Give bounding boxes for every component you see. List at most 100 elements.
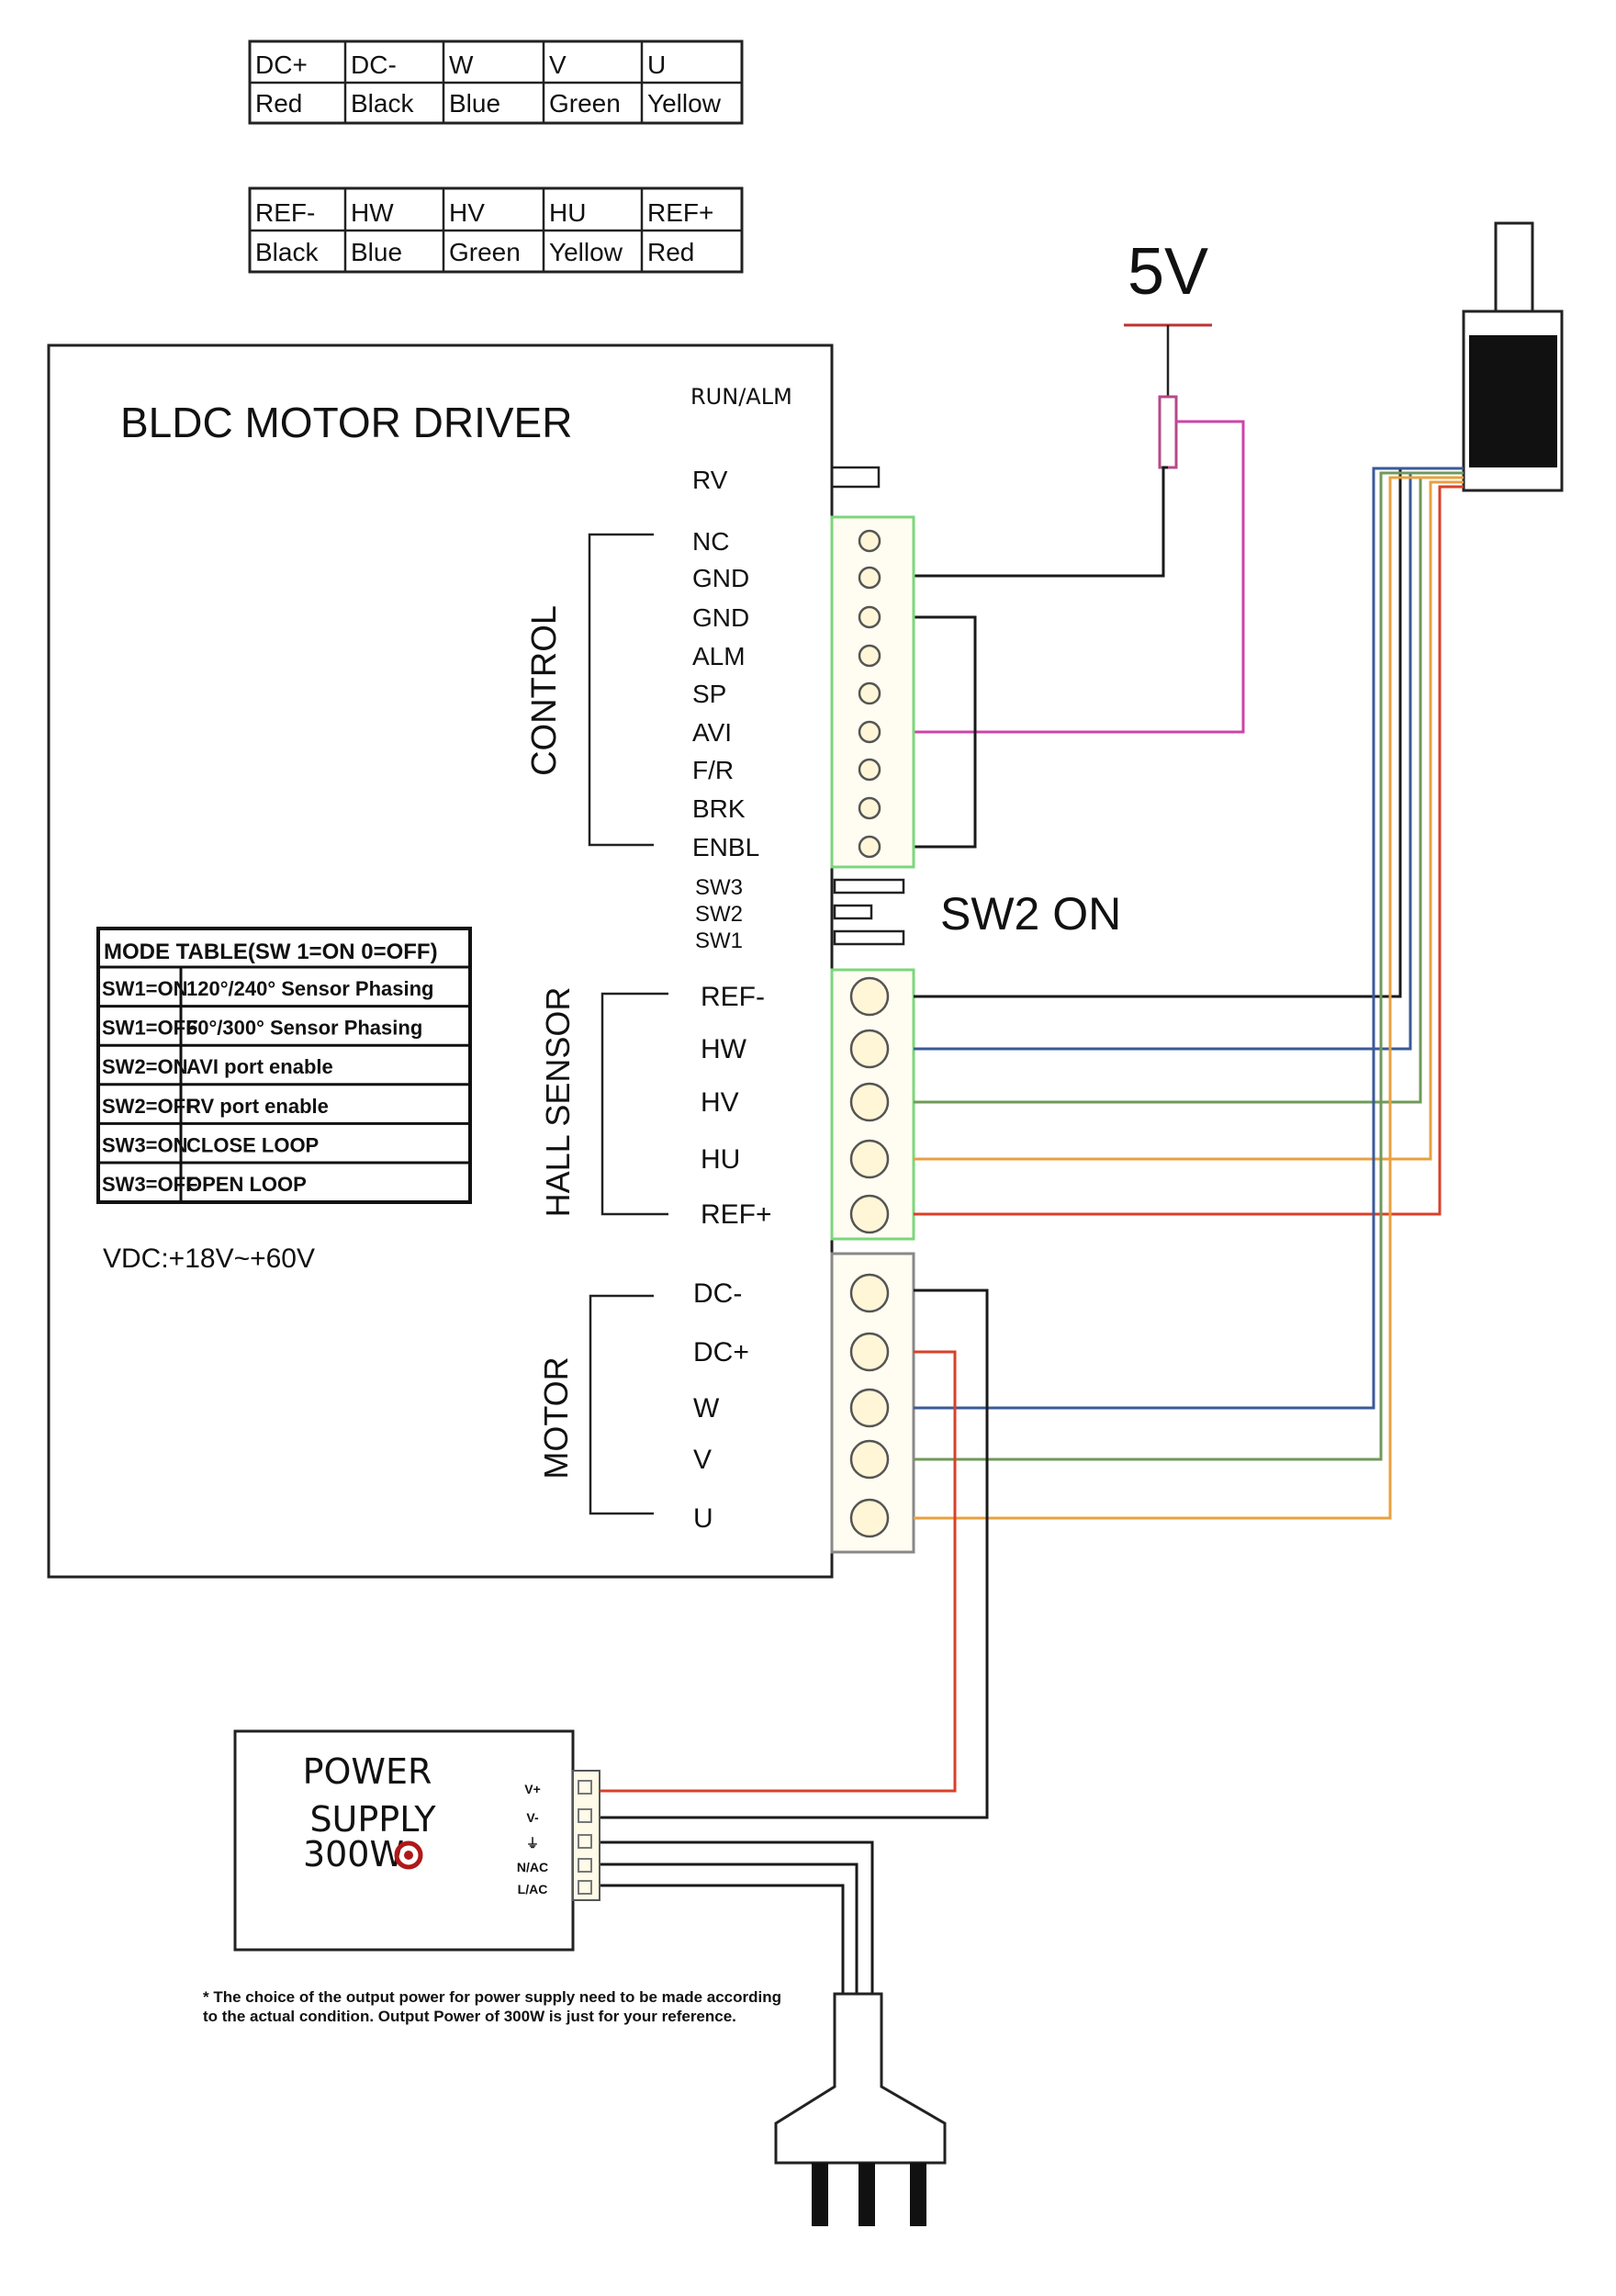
psu-terminal-label: V+	[524, 1782, 541, 1796]
control-group-label: CONTROL	[525, 605, 564, 776]
color-table-header: V	[549, 51, 567, 79]
mode-table: MODE TABLE(SW 1=ON 0=OFF)SW1=ON120°/240°…	[96, 927, 472, 1204]
color-table-color: Green	[449, 238, 521, 266]
terminal-label: ALM	[692, 642, 746, 670]
color-table-header: REF-	[255, 198, 315, 227]
psu-certification-icon	[394, 1840, 423, 1870]
psu-note-line1: * The choice of the output power for pow…	[203, 1988, 781, 2006]
potentiometer	[1158, 395, 1178, 469]
psu-certification-dot	[404, 1851, 413, 1860]
color-table-color: Red	[255, 89, 302, 118]
vdc-label: VDC:+18V~+60V	[103, 1244, 315, 1274]
wire-color-tables: DC+RedDC-BlackWBlueVGreenUYellowREF-Blac…	[248, 39, 744, 274]
mode-table-function: 120°/240° Sensor Phasing	[186, 977, 434, 1000]
bldc-motor	[1462, 221, 1564, 492]
mode-table-function: CLOSE LOOP	[186, 1133, 319, 1156]
terminal-screw[interactable]	[849, 1139, 890, 1179]
psu-terminal-slot	[578, 1858, 592, 1873]
driver-box	[47, 343, 834, 1579]
mode-table-switch: SW1=OFF	[102, 1017, 198, 1040]
mode-table-switch: SW2=OFF	[102, 1095, 198, 1118]
terminal-label: U	[693, 1503, 713, 1534]
terminal-screw[interactable]	[858, 796, 881, 820]
terminal-screw[interactable]	[849, 1439, 890, 1480]
terminal-screw[interactable]	[858, 605, 881, 629]
psu-line1: POWER	[303, 1751, 432, 1792]
motor-group-label: MOTOR	[537, 1356, 575, 1479]
terminal-label: DC-	[693, 1278, 742, 1309]
control-bracket	[588, 533, 654, 847]
hall-bracket	[600, 992, 668, 1216]
terminal-screw[interactable]	[858, 835, 881, 859]
sw1-toggle[interactable]	[833, 929, 905, 946]
motor-wire	[914, 467, 1464, 1410]
terminal-label: F/R	[692, 756, 734, 784]
sw3-toggle[interactable]	[833, 878, 905, 895]
terminal-label: GND	[692, 564, 749, 592]
wire-pot-gnd	[914, 466, 1168, 578]
motor-wire	[914, 480, 1464, 1161]
terminal-label: SP	[692, 680, 726, 708]
color-table-header: HV	[449, 198, 485, 227]
terminal-label: BRK	[692, 794, 746, 823]
sw3-label: SW3	[695, 875, 743, 900]
rv-potentiometer[interactable]	[830, 466, 881, 489]
psu-terminal-slot	[578, 1780, 592, 1795]
terminal-screw[interactable]	[849, 1498, 890, 1538]
color-table-color: Green	[549, 89, 621, 118]
terminal-label: HU	[701, 1144, 740, 1175]
terminal-screw[interactable]	[849, 1273, 890, 1313]
hall-group-label: HALL SENSOR	[539, 987, 577, 1218]
psu-terminal-label: ⏚	[526, 1836, 539, 1851]
wire-live	[600, 1884, 845, 1994]
sw2-label: SW2	[695, 902, 743, 927]
motor-shaft	[1494, 221, 1534, 313]
color-table-header: W	[449, 51, 474, 79]
color-table-header: HW	[351, 198, 394, 227]
terminal-screw[interactable]	[858, 529, 881, 553]
motor-wire	[914, 471, 1464, 1461]
mode-table-border	[96, 927, 472, 1204]
supply-5v-label: 5V	[1128, 235, 1208, 309]
terminal-screw[interactable]	[849, 1388, 890, 1428]
wire-dc-plus	[600, 1350, 957, 1793]
terminal-label: DC+	[693, 1337, 749, 1367]
psu-terminal-label: N/AC	[517, 1860, 548, 1874]
color-table-color: Blue	[351, 238, 402, 266]
terminal-screw[interactable]	[858, 644, 881, 668]
terminal-label: REF+	[701, 1199, 772, 1230]
sw1-label: SW1	[695, 929, 743, 953]
psu-terminal-label: L/AC	[518, 1882, 548, 1896]
terminal-screw[interactable]	[849, 1082, 890, 1122]
terminal-screw[interactable]	[858, 566, 881, 590]
wire-ground	[600, 1840, 874, 1994]
terminal-screw[interactable]	[858, 720, 881, 744]
motor-wires	[914, 467, 1464, 1520]
terminal-screw[interactable]	[849, 1194, 890, 1234]
wire-dc-minus	[600, 1289, 989, 1819]
psu-terminal-slot	[578, 1808, 592, 1823]
motor-wire	[914, 476, 1464, 1520]
psu-terminals: V+V-⏚N/ACL/AC	[517, 1780, 592, 1896]
terminal-label: ENBL	[692, 833, 759, 861]
sw2-on-note: SW2 ON	[940, 888, 1121, 940]
terminal-label: V	[693, 1445, 712, 1475]
terminal-screw[interactable]	[849, 1332, 890, 1372]
terminal-screw[interactable]	[849, 1029, 890, 1069]
color-table-color: Yellow	[549, 238, 623, 266]
psu-line3: 300W	[303, 1834, 404, 1874]
psu-line2: SUPPLY	[309, 1799, 436, 1840]
terminal-screw[interactable]	[858, 758, 881, 782]
psu-note-line2: to the actual condition. Output Power of…	[203, 2008, 736, 2025]
terminal-screw[interactable]	[849, 976, 890, 1017]
terminal-label: GND	[692, 603, 749, 632]
terminal-blocks: NCGNDGNDALMSPAVIF/RBRKENBLREF-HWHVHUREF+…	[692, 515, 915, 1554]
terminal-label: W	[693, 1393, 720, 1424]
terminal-screw[interactable]	[858, 681, 881, 705]
sw2-toggle[interactable]	[833, 904, 873, 920]
motor-stator	[1469, 335, 1557, 467]
terminal-label: NC	[692, 527, 729, 556]
wire-pot-avi	[914, 420, 1245, 734]
mode-table-function: OPEN LOOP	[186, 1173, 307, 1196]
